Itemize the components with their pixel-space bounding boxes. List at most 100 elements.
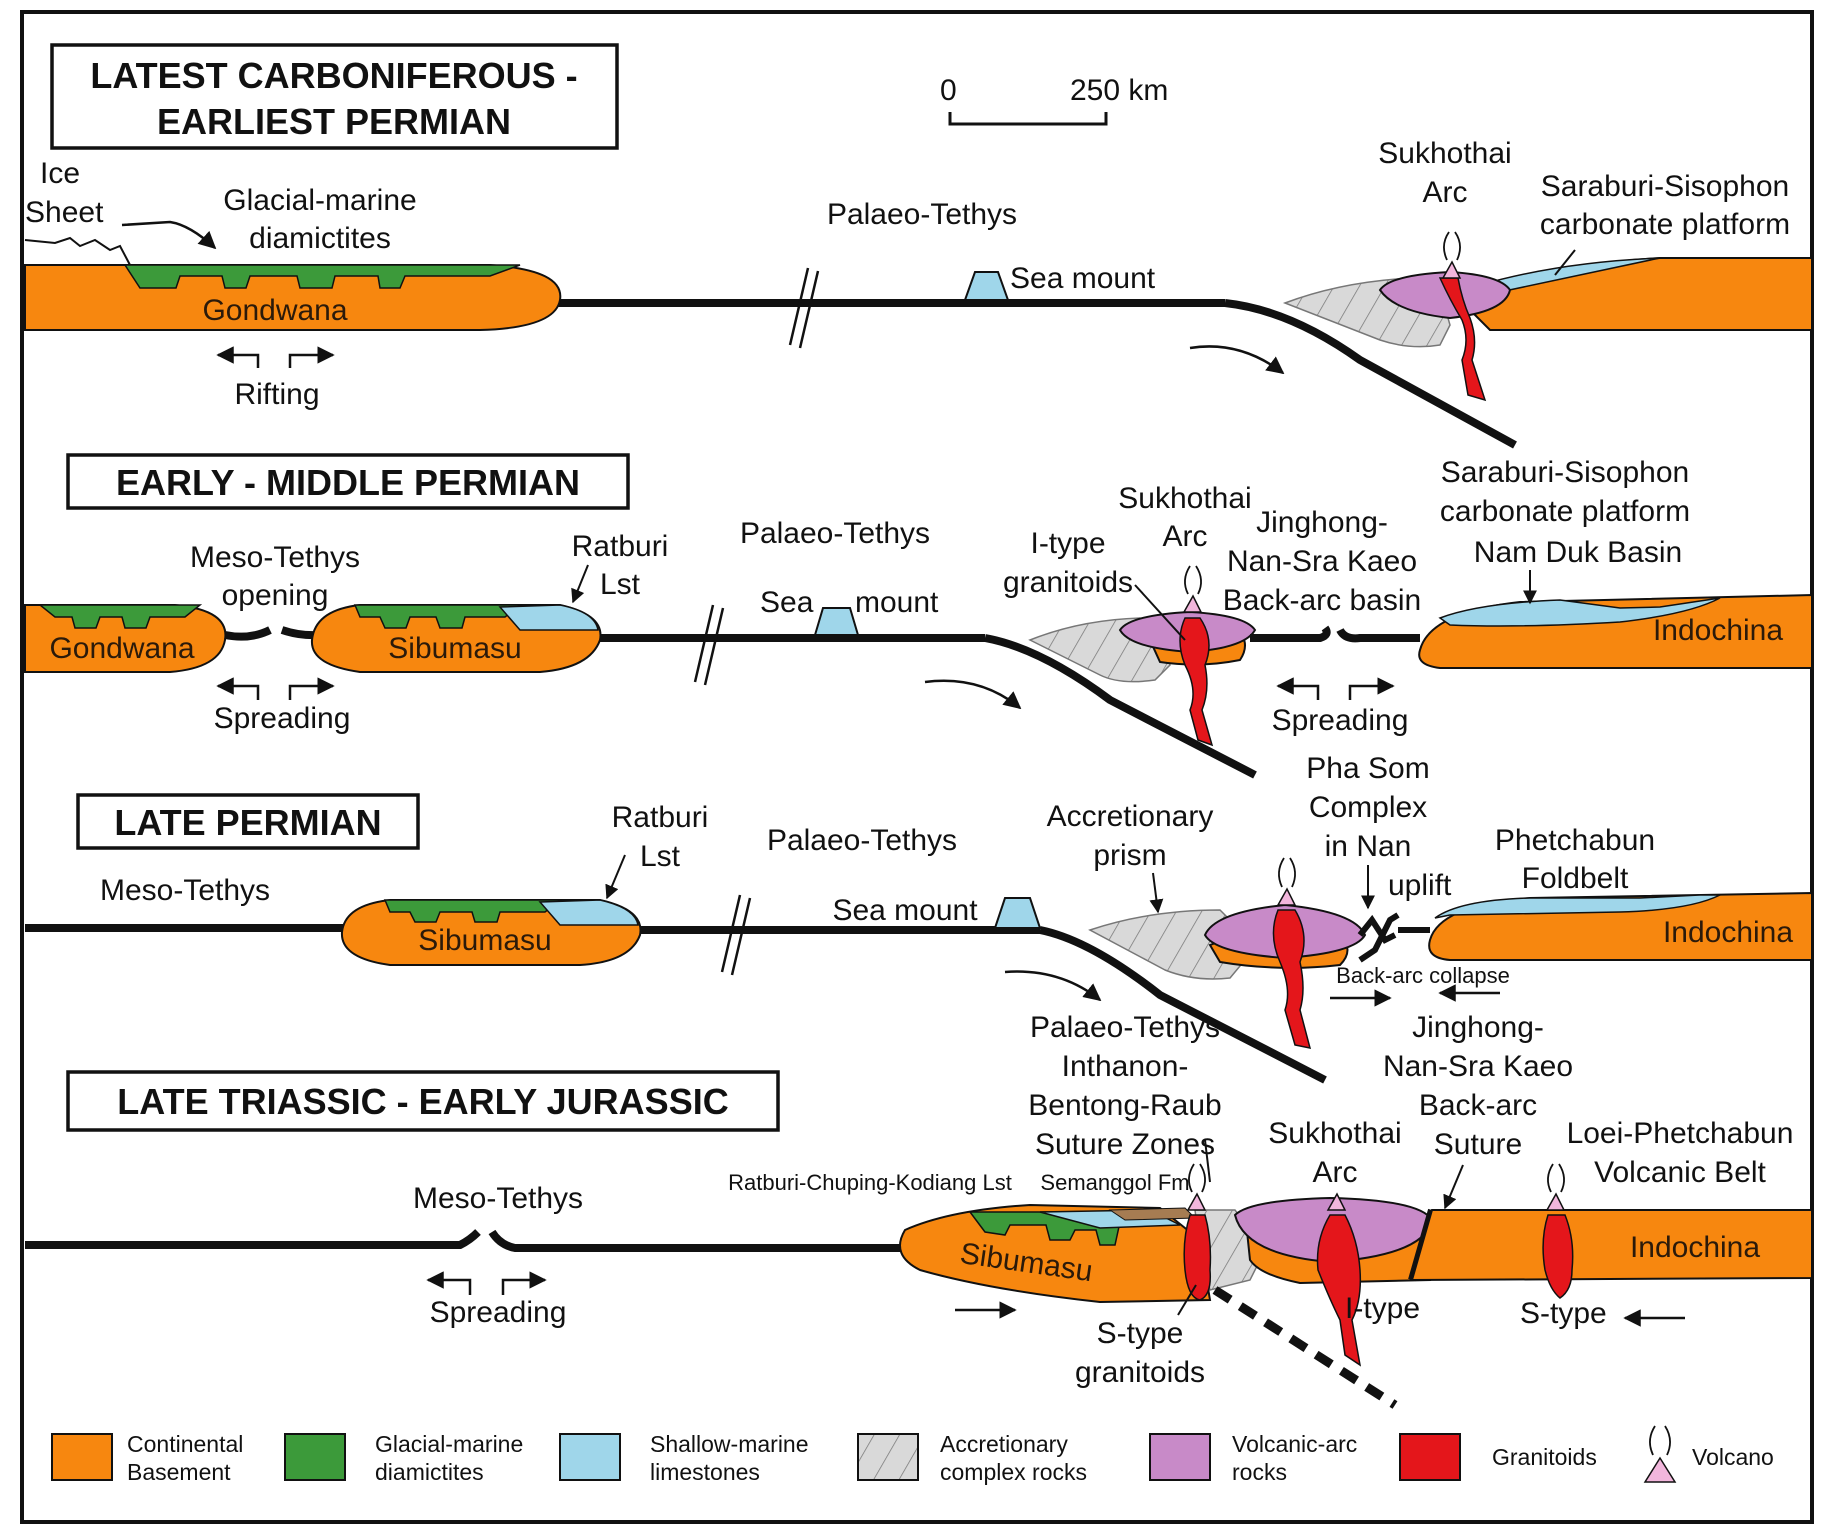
glacial-label-1: Glacial-marine: [223, 184, 416, 217]
jinghong-label-3: Back-arc basin: [1223, 584, 1421, 617]
legend-item-continental: Continental Basement: [51, 1431, 243, 1485]
glacial-pointer: [121, 220, 217, 250]
glacial-diamictites-layer: [383, 899, 563, 923]
legend-item-glacial: Glacial-marine diamictites: [284, 1431, 523, 1485]
svg-text:Glacial-marine: Glacial-marine: [375, 1431, 523, 1457]
meso-tethys-ridge-left: [224, 626, 272, 641]
ice-sheet-label-2: Sheet: [25, 196, 104, 229]
figure-frame: [20, 10, 1814, 1524]
svg-text:rocks: rocks: [1232, 1459, 1287, 1485]
ratburi-label-1: Ratburi: [612, 801, 709, 834]
accretionary-label-2: prism: [1093, 839, 1166, 872]
accretionary-pointer: [1149, 872, 1164, 914]
spreading-left-label: Spreading: [214, 702, 351, 735]
svg-text:Shallow-marine: Shallow-marine: [650, 1431, 809, 1457]
meso-tethys-label: Meso-Tethys: [100, 874, 270, 907]
ratburi-label-2: Lst: [600, 568, 641, 601]
sibumasu-label: Sibumasu: [388, 632, 521, 665]
glacial-diamictites-layer: [123, 264, 521, 289]
ratburi-label-2: Lst: [640, 840, 681, 873]
break-mark: [720, 894, 742, 973]
ratburi-pointer: [571, 564, 589, 604]
loei-label-2: Volcanic Belt: [1594, 1156, 1766, 1189]
backarc-collapse-zone: [1357, 914, 1397, 944]
pha-som-label-1: Pha Som: [1306, 752, 1429, 785]
panel-1: LATEST CARBONIFEROUS - EARLIEST PERMIAN …: [24, 43, 1813, 449]
meso-tethys-label-2: opening: [222, 579, 329, 612]
panel-4-title: LATE TRIASSIC - EARLY JURASSIC: [117, 1081, 728, 1122]
granitoid-intrusion: [1438, 277, 1487, 402]
scale-bar: 0 250 km: [940, 74, 1168, 126]
relict-slab: [1212, 1286, 1398, 1409]
ice-sheet-line: [24, 236, 131, 266]
indochina-crust: [1458, 257, 1813, 331]
accretionary-label-1: Accretionary: [1047, 800, 1214, 833]
spreading-arrow-left: [216, 677, 260, 700]
saraburi-limestone: [1477, 257, 1661, 293]
saraburi-label-1: Saraburi-Sisophon: [1441, 456, 1689, 489]
legend-item-limestone: Shallow-marine limestones: [559, 1431, 809, 1485]
glacial-diamictites-layer: [353, 604, 523, 629]
svg-text:Continental: Continental: [127, 1431, 243, 1457]
break-mark: [788, 267, 810, 346]
svg-text:Granitoids: Granitoids: [1492, 1444, 1597, 1470]
svg-text:complex rocks: complex rocks: [940, 1459, 1087, 1485]
indochina-label: Indochina: [1653, 614, 1783, 647]
spreading-arrow-left: [426, 1271, 472, 1295]
sea-mount: [993, 897, 1042, 929]
sukhothai-label-2: Arc: [1163, 520, 1208, 553]
itype-granitoid: [1316, 1214, 1362, 1367]
saraburi-label-1: Saraburi-Sisophon: [1541, 170, 1789, 203]
spreading-label: Spreading: [430, 1296, 567, 1329]
saraburi-label-2: carbonate platform: [1440, 495, 1690, 528]
phetchabun-label-2: Foldbelt: [1522, 862, 1629, 895]
legend: Continental Basement Glacial-marine diam…: [51, 1425, 1774, 1485]
meso-tethys-seafloor-right: [488, 1229, 905, 1252]
rifting-arrow-left: [216, 346, 260, 368]
panel-4: LATE TRIASSIC - EARLY JURASSIC Palaeo-Te…: [25, 1011, 1813, 1409]
svg-text:diamictites: diamictites: [375, 1459, 484, 1485]
legend-item-volcanic-arc: Volcanic-arc rocks: [1149, 1431, 1357, 1485]
sukhothai-volcanic-arc: [1378, 270, 1512, 320]
glacial-diamictites-layer: [37, 604, 203, 629]
sukhothai-label-2: Arc: [1423, 176, 1468, 209]
jinghong-suture-pointer: [1443, 1164, 1464, 1210]
jinghong-label-2: Nan-Sra Kaeo: [1227, 545, 1417, 578]
panel-1-title-box: [50, 43, 619, 150]
legend-item-accretionary: Accretionary complex rocks: [857, 1431, 1087, 1485]
granitoid-intrusion: [1272, 909, 1312, 1049]
svg-text:Basement: Basement: [127, 1459, 231, 1485]
volcano-icon: [1276, 887, 1297, 906]
sukhothai-label-1: Sukhothai: [1118, 482, 1251, 515]
panel-3-title-box: [76, 793, 420, 850]
indochina-label: Indochina: [1630, 1231, 1760, 1264]
subduction-slab: [1224, 299, 1517, 449]
backarc-collapse-label: Back-arc collapse: [1336, 963, 1510, 988]
spreading-arrow-left: [1276, 677, 1320, 700]
palaeo-tethys-label: Palaeo-Tethys: [767, 824, 957, 857]
semanggol-label: Semanggol Fm: [1040, 1170, 1189, 1195]
volcano-icon: [1643, 1456, 1677, 1483]
ratburi-chuping-label: Ratburi-Chuping-Kodiang Lst: [728, 1170, 1012, 1195]
jinghong-suture-label-3: Back-arc: [1419, 1089, 1537, 1122]
spreading-right-label: Spreading: [1272, 704, 1409, 737]
ratburi-label-1: Ratburi: [572, 530, 669, 563]
svg-text:Accretionary: Accretionary: [940, 1431, 1068, 1457]
ratburi-limestone: [538, 899, 639, 926]
break-mark: [693, 604, 715, 683]
panel-3: LATE PERMIAN Meso-Tethys Sibumasu Sea mo…: [25, 752, 1813, 1084]
panel-1-title-line-2: EARLIEST PERMIAN: [157, 101, 511, 142]
itype-label: I-type: [1345, 1292, 1420, 1325]
stype-granitoids-label-2: granitoids: [1075, 1356, 1205, 1389]
volcano-icon: [1326, 1192, 1347, 1211]
phetchabun-label-1: Phetchabun: [1495, 824, 1655, 857]
sea-mount: [963, 271, 1010, 301]
sea-mount-label-a: Sea: [760, 586, 814, 619]
ice-sheet-label-1: Ice: [40, 157, 80, 190]
panel-2: EARLY - MIDDLE PERMIAN Gondwana Sibumasu…: [24, 453, 1813, 779]
sea-mount-label: Sea mount: [1010, 262, 1156, 295]
svg-text:Volcano: Volcano: [1692, 1444, 1774, 1470]
indochina-crust: [1410, 1209, 1813, 1282]
backarc-ridge-left: [1250, 625, 1331, 642]
subduction-motion-arrow: [1189, 345, 1285, 375]
